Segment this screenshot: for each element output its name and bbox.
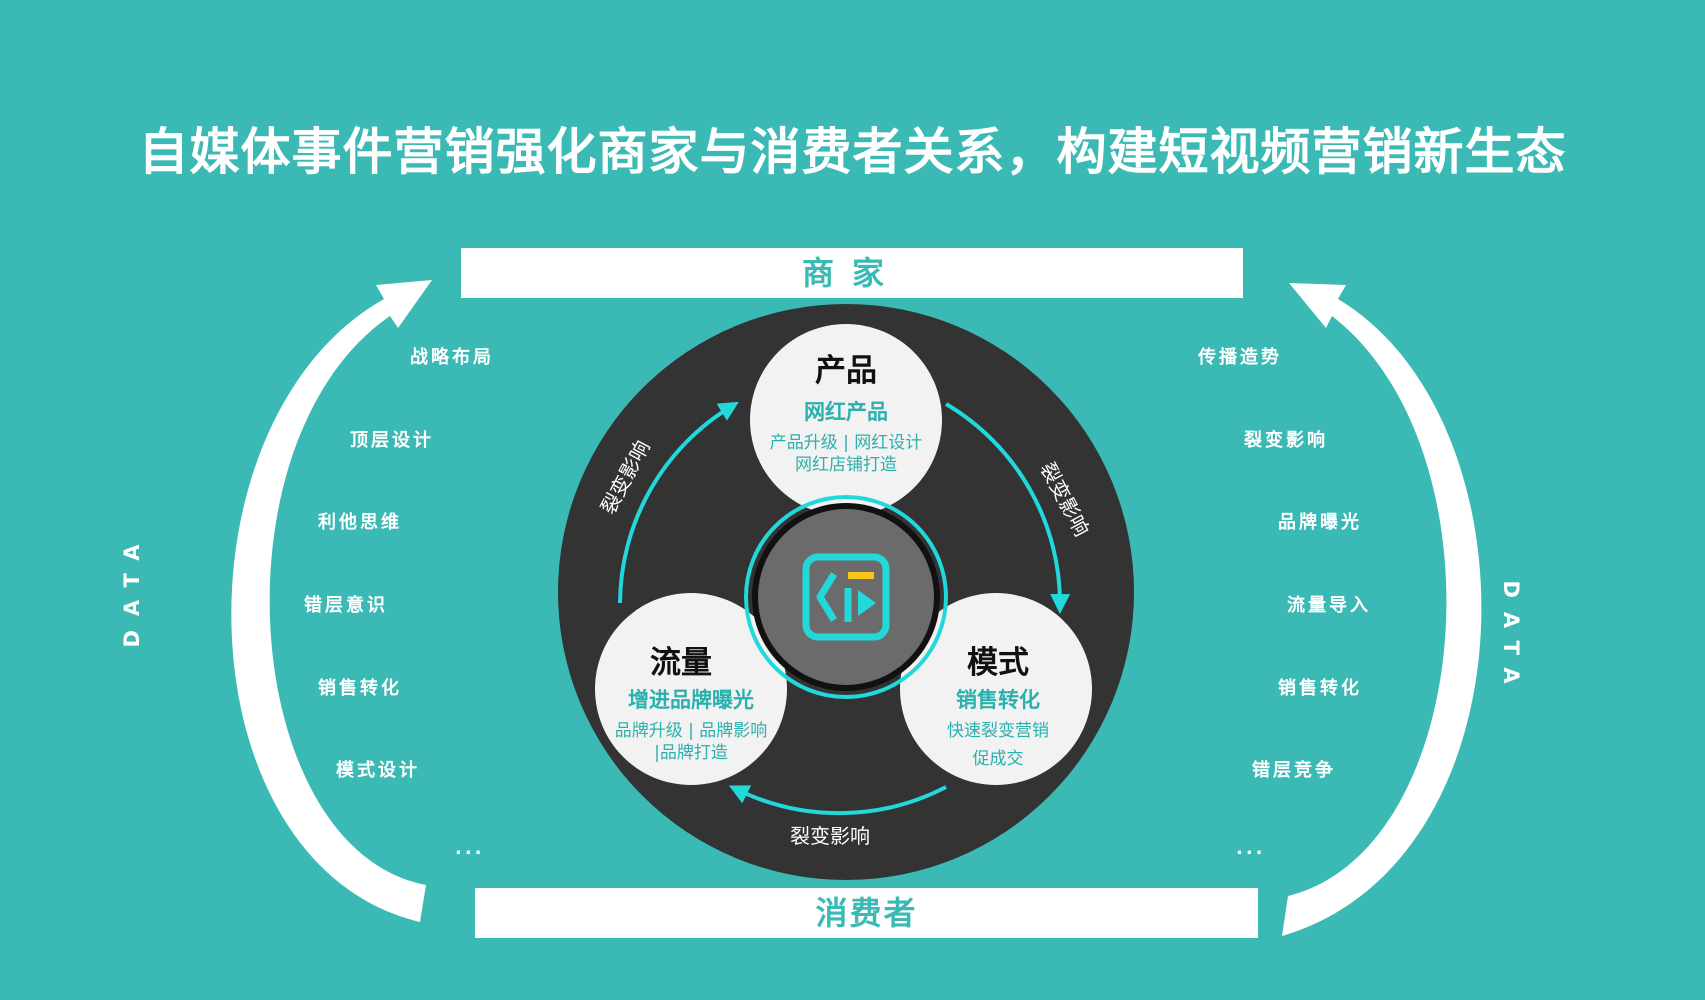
flow-label-bottom: 裂变影响 <box>790 824 870 848</box>
product-title: 产品 <box>815 353 877 389</box>
traffic-desc-2: |品牌打造 <box>654 743 728 763</box>
product-text: 产品 网红产品 产品升级 | 网红设计 网红店铺打造 <box>750 345 942 476</box>
product-circle <box>750 324 942 516</box>
product-desc-2: 网红店铺打造 <box>795 455 897 475</box>
left-item-2: 顶层设计 <box>350 430 434 451</box>
traffic-desc-1: 品牌升级 | 品牌影响 <box>614 721 768 741</box>
traffic-text: 流量 增进品牌曝光 品牌升级 | 品牌影响 |品牌打造 <box>595 637 787 764</box>
model-desc-2: 促成交 <box>972 749 1024 769</box>
product-desc-1: 产品升级 | 网红设计 <box>769 433 923 453</box>
right-item-1: 传播造势 <box>1198 347 1282 368</box>
arrow-left <box>618 401 739 604</box>
arrow-right <box>944 402 1071 614</box>
model-text: 模式 销售转化 快速裂变营销 促成交 <box>902 637 1094 770</box>
left-data-label: DATA <box>120 530 144 648</box>
traffic-circle <box>595 593 787 785</box>
left-item-1: 战略布局 <box>410 347 494 368</box>
right-item-3: 品牌曝光 <box>1278 512 1362 533</box>
right-arc-arrow <box>1282 283 1482 936</box>
left-item-4: 错层意识 <box>304 595 388 616</box>
merchant-bar: 商家 <box>461 248 1243 298</box>
consumer-bar: 消费者 <box>475 888 1258 938</box>
model-subtitle: 销售转化 <box>956 688 1040 712</box>
left-item-3: 利他思维 <box>318 512 402 533</box>
center-ring <box>744 495 948 699</box>
traffic-title: 流量 <box>650 645 712 681</box>
left-arc-arrow <box>231 280 432 922</box>
right-data-label: DATA <box>1499 580 1523 698</box>
logo-icon <box>802 553 890 641</box>
model-title: 模式 <box>967 645 1029 681</box>
page-title: 自媒体事件营销强化商家与消费者关系，构建短视频营销新生态 <box>138 123 1567 181</box>
model-desc-1: 快速裂变营销 <box>947 721 1049 741</box>
left-item-6: 模式设计 <box>336 760 420 781</box>
model-circle <box>900 593 1092 785</box>
right-item-5: 销售转化 <box>1278 678 1362 699</box>
product-subtitle: 网红产品 <box>804 400 888 424</box>
right-item-2: 裂变影响 <box>1244 430 1328 451</box>
left-item-5: 销售转化 <box>318 678 402 699</box>
right-item-6: 错层竞争 <box>1252 760 1336 781</box>
traffic-subtitle: 增进品牌曝光 <box>628 688 754 712</box>
left-item-7: ... <box>455 838 485 859</box>
right-item-4: 流量导入 <box>1287 595 1371 616</box>
right-item-7: ... <box>1236 838 1266 859</box>
arrow-bottom <box>728 785 947 816</box>
